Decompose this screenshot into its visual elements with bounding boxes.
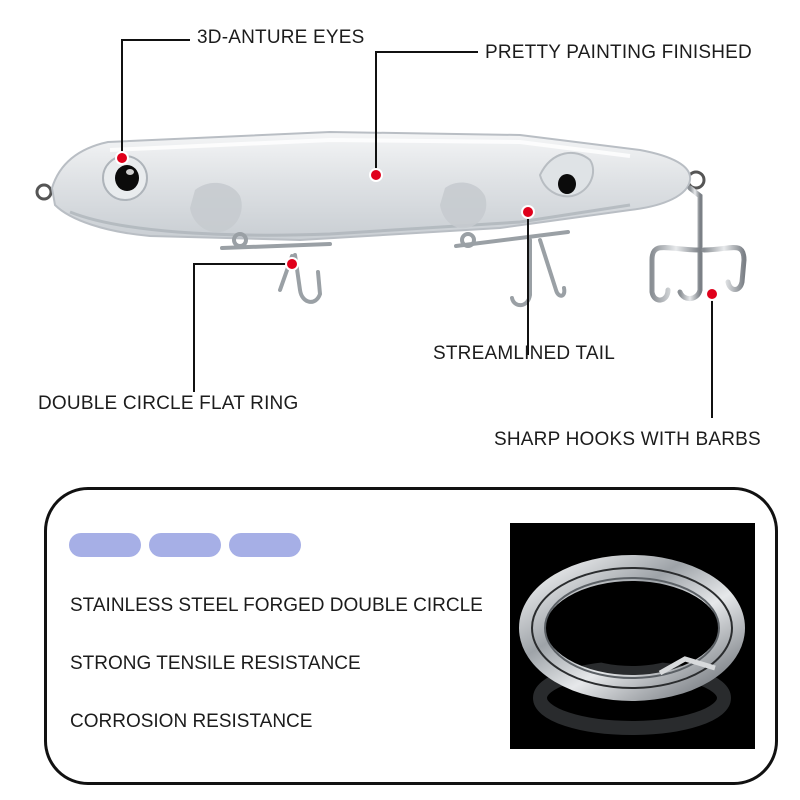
feature-item: STRONG TENSILE RESISTANCE (70, 653, 361, 674)
callout-dot (521, 205, 535, 219)
feature-card: STAINLESS STEEL FORGED DOUBLE CIRCLE STR… (44, 487, 778, 785)
callout-hooks-label: SHARP HOOKS WITH BARBS (494, 429, 761, 450)
callout-eyes-label: 3D-ANTURE EYES (197, 27, 365, 48)
treble-hook-front (220, 232, 332, 304)
lure-illustration (35, 39, 747, 418)
split-ring-photo (510, 523, 755, 749)
decor-pill (229, 533, 301, 557)
decor-pill (149, 533, 221, 557)
lure-eye (102, 155, 148, 201)
decor-pill (69, 533, 141, 557)
callout-ring-label: DOUBLE CIRCLE FLAT RING (38, 393, 299, 414)
treble-hook-middle (454, 230, 570, 308)
lure-weight (440, 182, 487, 229)
line-tie-front (35, 183, 53, 201)
callout-tail-label: STREAMLINED TAIL (433, 343, 615, 364)
callout-lines (121, 39, 713, 418)
callout-dot (369, 168, 383, 182)
feature-item: STAINLESS STEEL FORGED DOUBLE CIRCLE (70, 595, 483, 616)
split-ring-icon (519, 555, 745, 735)
callout-dot (705, 287, 719, 301)
feature-item: CORROSION RESISTANCE (70, 711, 313, 732)
lure-weight (190, 182, 242, 233)
lure-belly-shadow (69, 203, 631, 237)
callout-dot (115, 151, 129, 165)
lure-tail-spot (558, 174, 576, 194)
lure-highlight (109, 137, 631, 158)
callout-dot (285, 257, 299, 271)
callout-painting-label: PRETTY PAINTING FINISHED (485, 42, 752, 63)
treble-hook-rear (649, 185, 747, 303)
